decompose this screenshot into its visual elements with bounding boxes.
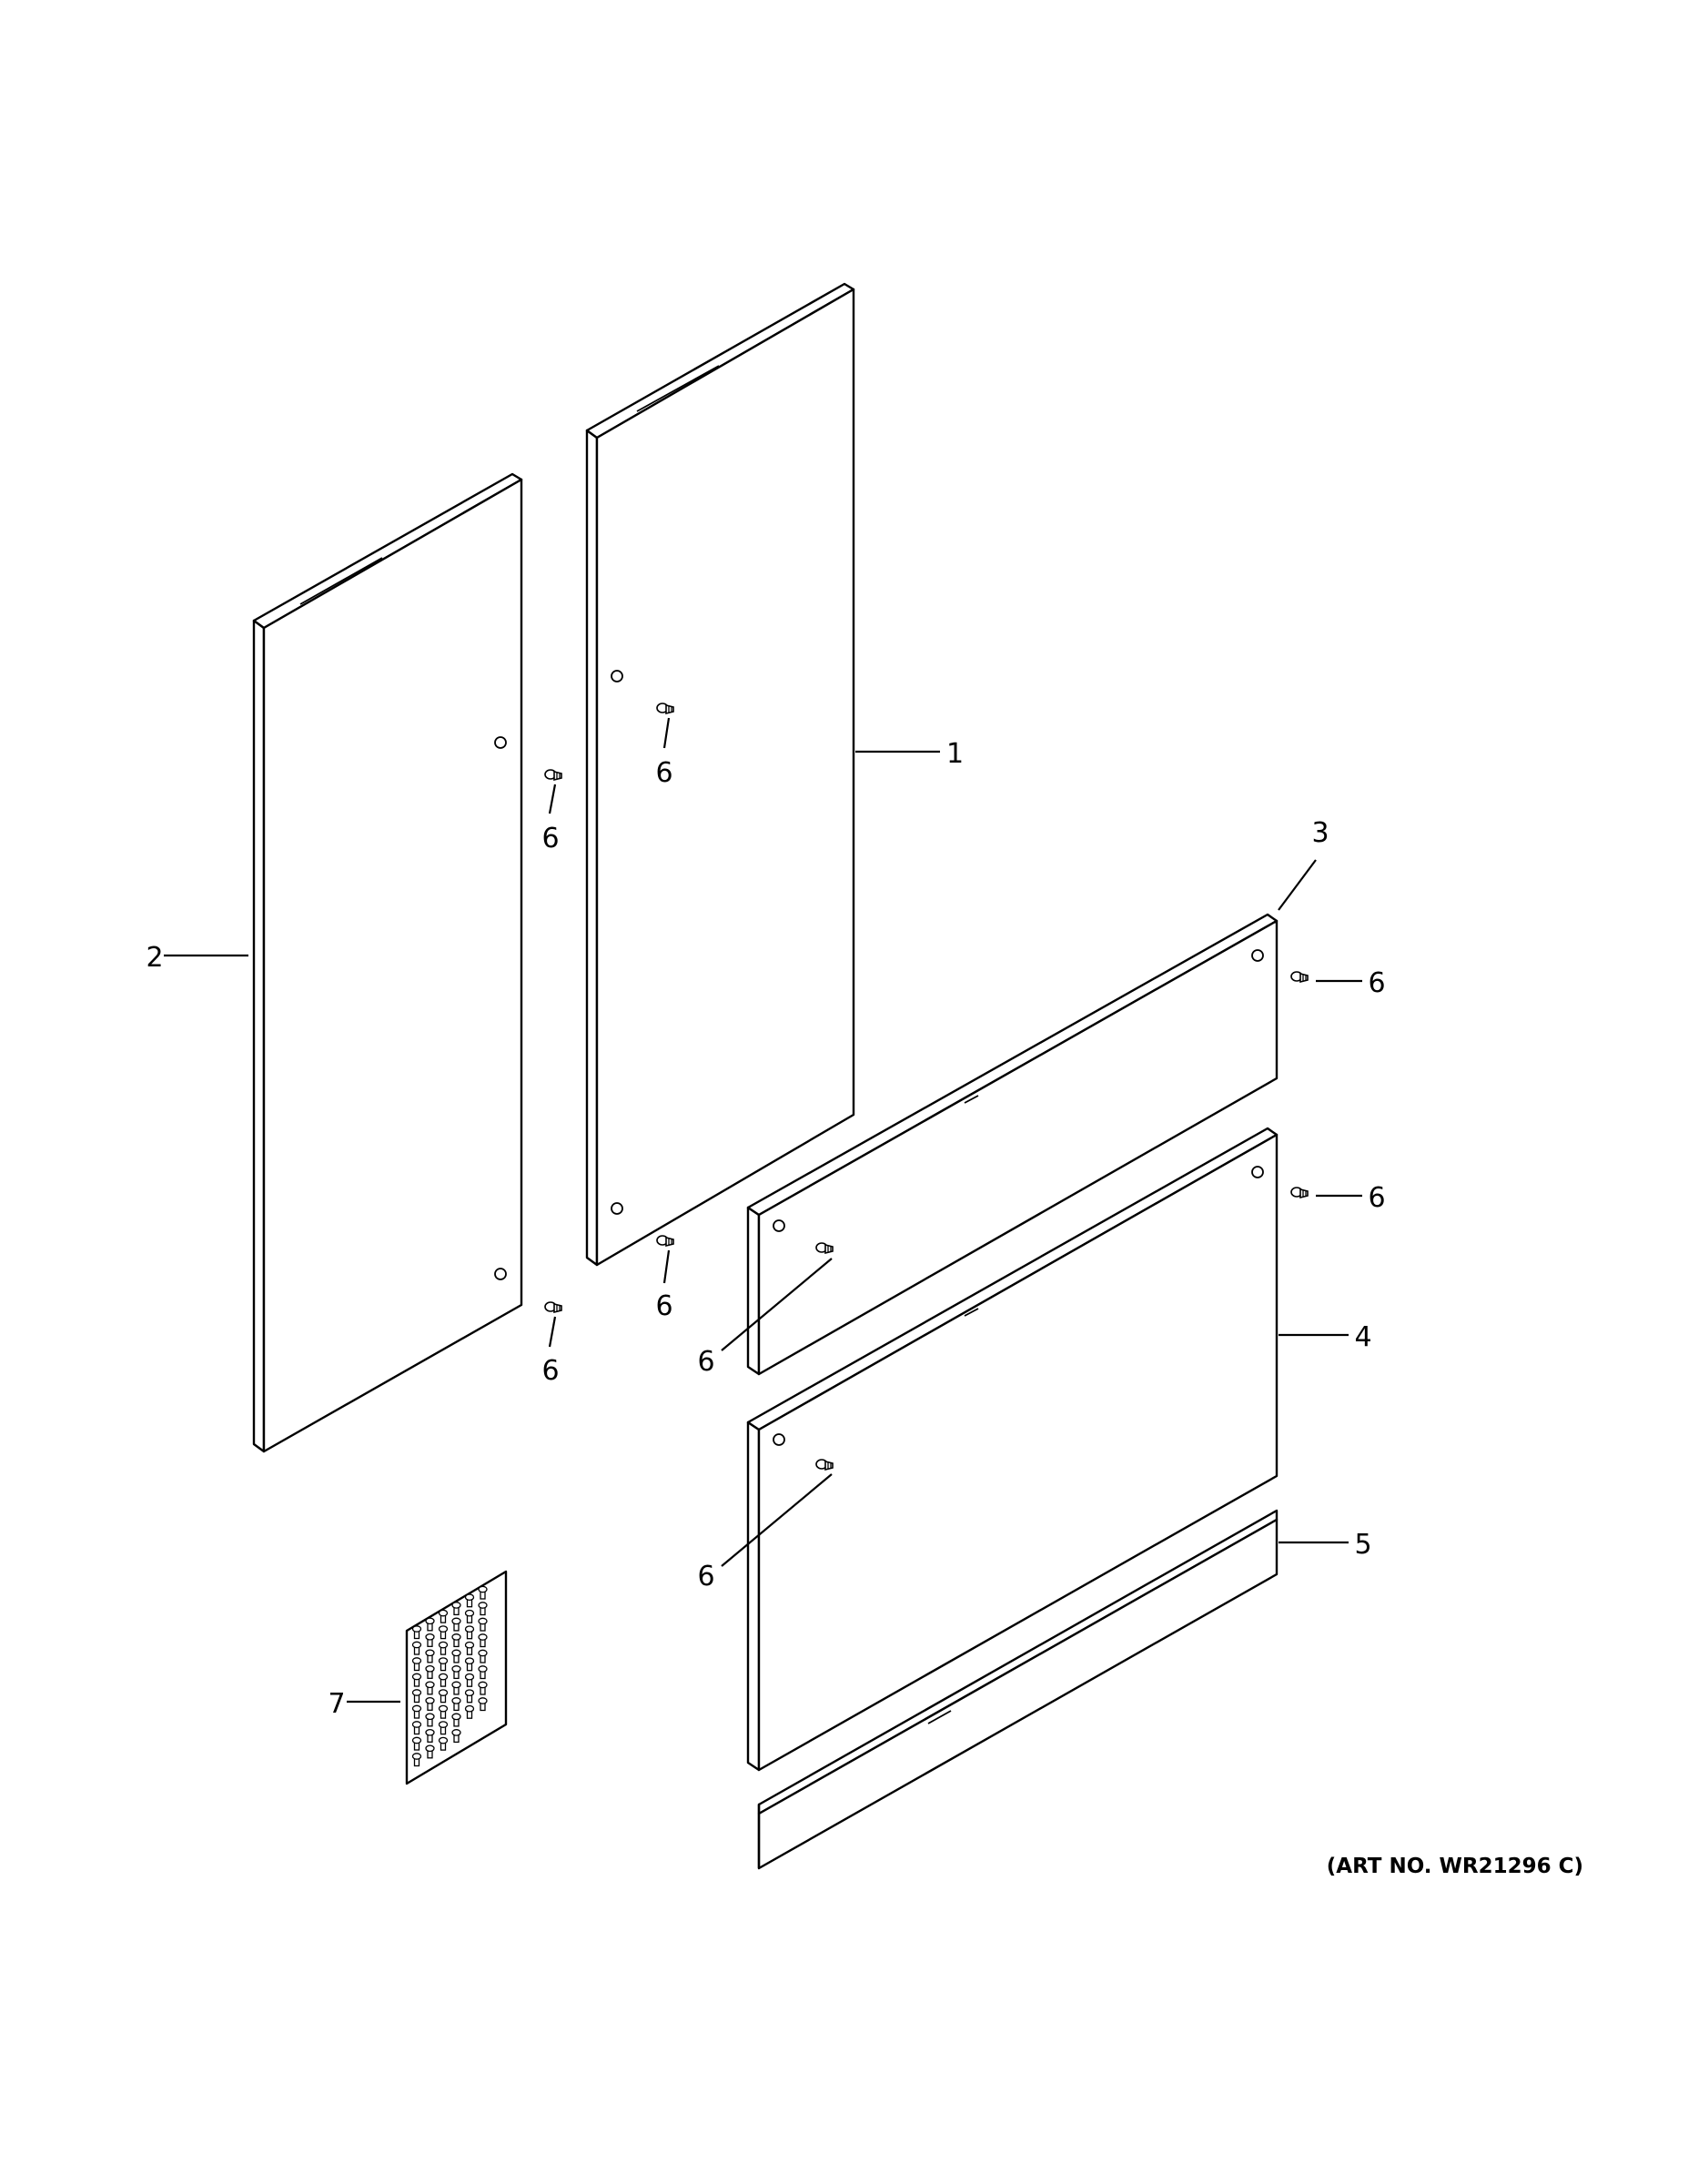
- screw-icon: [656, 1235, 674, 1247]
- kit-screw: [451, 1617, 461, 1632]
- kit-screw: [464, 1657, 475, 1672]
- panel-2: [252, 472, 523, 1453]
- kit-screw: [411, 1657, 422, 1672]
- kit-screw: [411, 1689, 422, 1704]
- kit-screw: [478, 1633, 488, 1648]
- kit-screw: [464, 1673, 475, 1687]
- kit-screw: [464, 1625, 475, 1640]
- kit-screw: [478, 1585, 488, 1600]
- kit-screw: [478, 1649, 488, 1663]
- kit-screw: [478, 1617, 488, 1632]
- kit-screw: [451, 1602, 461, 1616]
- screw-kit-icon: [411, 1585, 488, 1767]
- kit-screw: [478, 1697, 488, 1712]
- screw-icon: [544, 769, 562, 781]
- screw-icon: [544, 1301, 562, 1313]
- kit-screw: [451, 1681, 461, 1695]
- kit-screw: [425, 1649, 435, 1663]
- callout-6: 6: [541, 1355, 559, 1387]
- callout-3: 3: [1311, 817, 1329, 849]
- kit-screw: [411, 1753, 422, 1767]
- kit-screw: [438, 1673, 449, 1687]
- callout-6: 6: [655, 757, 672, 789]
- kit-screw: [425, 1617, 435, 1632]
- kit-screw: [451, 1729, 461, 1744]
- kit-screw: [438, 1657, 449, 1672]
- kit-screw: [438, 1721, 449, 1735]
- callout-1: 1: [946, 738, 964, 770]
- kit-screw: [451, 1665, 461, 1680]
- kit-screw: [438, 1736, 449, 1751]
- kit-screw: [438, 1641, 449, 1655]
- kit-screw: [411, 1673, 422, 1687]
- callout-6: 6: [655, 1290, 672, 1322]
- screw-icon: [1290, 1187, 1309, 1198]
- panel-1: [585, 282, 855, 1267]
- kit-screw: [451, 1649, 461, 1663]
- kit-screw: [411, 1704, 422, 1719]
- kit-screw: [425, 1713, 435, 1727]
- art-number: (ART NO. WR21296 C): [1327, 1855, 1583, 1878]
- kit-screw: [478, 1665, 488, 1680]
- kit-screw: [451, 1697, 461, 1712]
- kit-screw: [451, 1633, 461, 1648]
- screw-kit-7: [405, 1570, 508, 1785]
- callout-6: 6: [697, 1561, 714, 1592]
- kit-screw: [464, 1609, 475, 1623]
- callout-6: 6: [541, 823, 559, 854]
- kit-screw: [464, 1689, 475, 1704]
- kit-screw: [411, 1736, 422, 1751]
- kit-screw: [425, 1633, 435, 1647]
- kit-screw: [478, 1681, 488, 1695]
- kit-screw: [425, 1744, 435, 1759]
- callout-2: 2: [146, 942, 163, 974]
- kit-screw: [411, 1641, 422, 1655]
- kit-screw: [411, 1625, 422, 1640]
- kit-screw: [425, 1681, 435, 1695]
- kit-screw: [464, 1593, 475, 1608]
- callout-5: 5: [1354, 1529, 1371, 1561]
- kit-screw: [438, 1609, 449, 1623]
- kit-screw: [425, 1664, 435, 1679]
- kit-screw: [411, 1721, 422, 1735]
- kit-screw: [438, 1689, 449, 1704]
- callout-4: 4: [1354, 1321, 1371, 1353]
- callout-6: 6: [1368, 1182, 1385, 1214]
- panel-4: [746, 1127, 1279, 1772]
- callout-7: 7: [328, 1688, 345, 1720]
- panel-3: [746, 913, 1279, 1376]
- kit-screw: [438, 1704, 449, 1719]
- kit-screw: [438, 1625, 449, 1640]
- trim-5: [757, 1509, 1279, 1870]
- screw-icon: [1290, 971, 1309, 983]
- kit-screw: [464, 1641, 475, 1655]
- kit-screw: [451, 1713, 461, 1727]
- kit-screw: [478, 1602, 488, 1616]
- kit-screw: [425, 1728, 435, 1743]
- callout-6: 6: [1368, 967, 1385, 999]
- callout-6: 6: [697, 1346, 714, 1378]
- kit-screw: [464, 1704, 475, 1719]
- kit-screw: [425, 1696, 435, 1711]
